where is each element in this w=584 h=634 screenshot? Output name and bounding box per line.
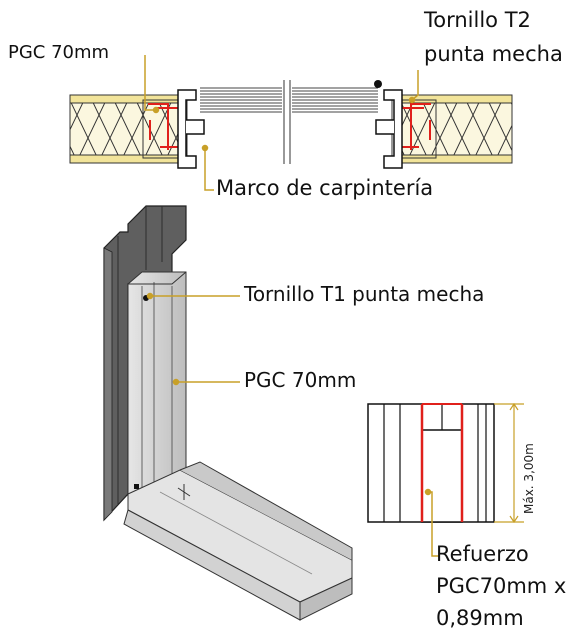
label-tornillo-t1: Tornillo T1 punta mecha (244, 282, 485, 306)
reinforcement-elevation (367, 402, 524, 557)
label-marco: Marco de carpintería (216, 176, 434, 200)
dimension-line (494, 402, 524, 524)
right-wall-section (375, 89, 513, 169)
label-pgc-mid: PGC 70mm (244, 368, 357, 392)
plan-section (69, 55, 513, 191)
window-panel (200, 80, 382, 164)
plan-leaders (144, 55, 419, 191)
label-dimension: Máx. 3,00m (522, 443, 536, 514)
frame-3d-detail (103, 205, 353, 621)
left-wall-section (69, 89, 205, 169)
label-pgc-top: PGC 70mm (8, 42, 110, 63)
detail-leaders (146, 292, 240, 386)
label-tornillo-t2-line1: Tornillo T2 (424, 8, 531, 32)
label-refuerzo-line2: PGC70mm x (436, 574, 567, 598)
label-refuerzo-line3: 0,89mm (436, 606, 524, 630)
label-refuerzo-line1: Refuerzo (436, 542, 529, 566)
label-tornillo-t2-line2: punta mecha (424, 42, 563, 66)
